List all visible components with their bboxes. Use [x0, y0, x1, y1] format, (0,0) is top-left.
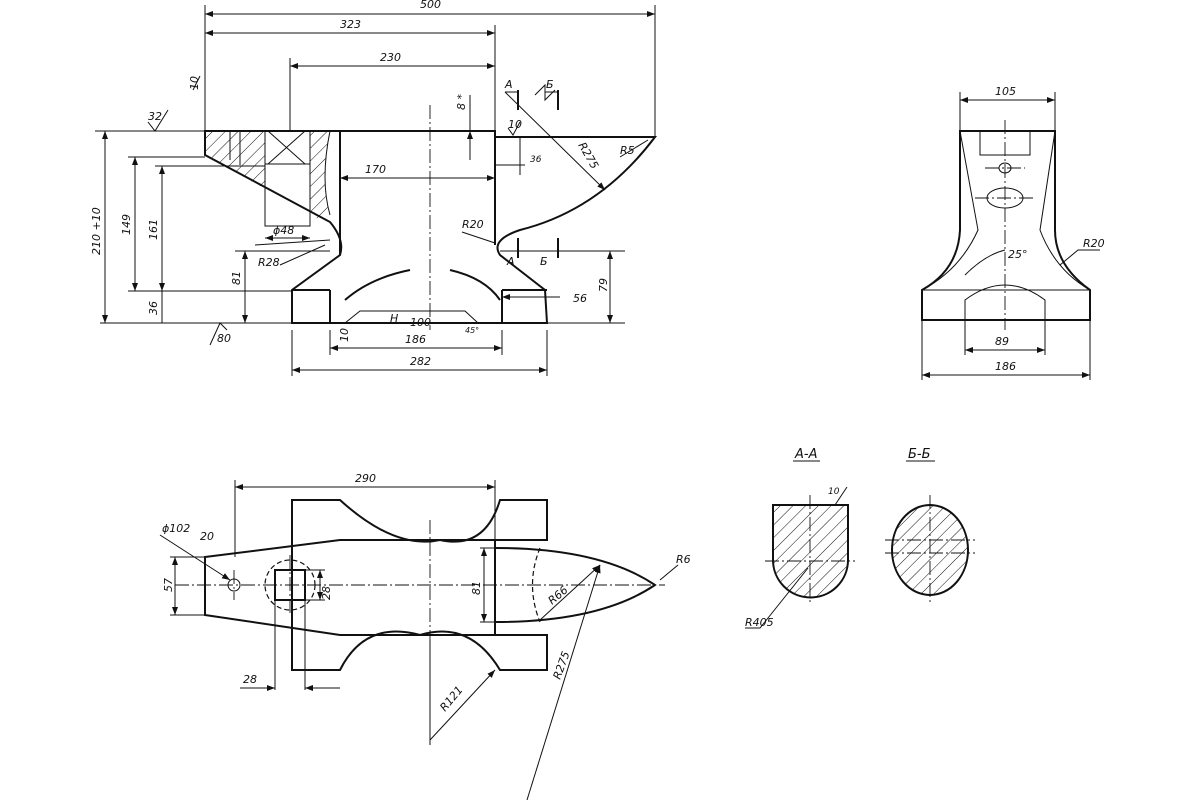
dim-angle: 25° — [1008, 248, 1028, 261]
section-mark-b: Б — [546, 78, 554, 91]
section-a-a-title: А-А — [794, 447, 817, 462]
dim-waist-width: 170 — [365, 163, 386, 176]
dim-hardy-size: 28 — [320, 586, 333, 600]
dim-r66: R66 — [546, 583, 571, 607]
roughness-face: 10 — [188, 76, 201, 90]
dim-chamfer-angle: 45° — [465, 326, 479, 335]
section-a-a: А-А 10 R405 — [745, 447, 855, 629]
dim-foot-inner: 89 — [995, 335, 1009, 348]
dim-foot-width: 186 — [995, 360, 1016, 373]
dim-body-length: 230 — [380, 51, 401, 64]
dim-overall-length: 500 — [420, 0, 441, 11]
dim-recess-length: 186 — [405, 333, 426, 346]
roughness-top: 32 — [148, 110, 162, 123]
dim-hardy-offset: 28 — [243, 673, 257, 686]
section-mark-a-lower: А — [506, 255, 515, 268]
dim-r28: R28 — [258, 256, 280, 269]
dim-face-thickness: 8 * — [455, 94, 468, 110]
dim-foot-length: 282 — [410, 355, 431, 368]
dim-r121: R121 — [437, 684, 465, 714]
dim-heel-width: 57 — [162, 578, 175, 592]
section-a-roughness: 10 — [828, 487, 840, 497]
dim-r5: R5 — [620, 144, 635, 157]
dim-hole-offset: 20 — [200, 530, 214, 543]
front-view: 500 323 230 170 282 186 100 H 45° 10 210… — [90, 0, 658, 376]
dim-top-body-length: 290 — [355, 472, 376, 485]
top-view: 290 ϕ102 20 57 28 28 81 R66 R6 R275 R121 — [159, 472, 691, 800]
roughness-step: 10 — [508, 118, 522, 131]
section-mark-a: А — [504, 78, 513, 91]
dim-step-36: 36 — [530, 155, 542, 165]
dim-height: 210 +10 — [90, 207, 103, 255]
section-b-b-title: Б-Б — [908, 447, 931, 462]
dim-r405: R405 — [745, 616, 774, 629]
dim-recess-flat: 100 — [410, 316, 431, 329]
dim-side-r20: R20 — [1083, 237, 1105, 250]
hardness-mark: H — [390, 312, 398, 325]
dim-79: 79 — [597, 278, 610, 292]
dim-r6: R6 — [676, 553, 691, 566]
dim-pritchel-dia: ϕ48 — [273, 224, 294, 237]
dim-81: 81 — [230, 271, 243, 285]
section-mark-b-lower: Б — [540, 255, 548, 268]
dim-recess-depth: 10 — [338, 328, 351, 342]
dim-149: 149 — [120, 214, 133, 235]
dim-foot-height: 36 — [147, 301, 160, 315]
roughness-base: 80 — [217, 332, 231, 345]
dim-top-width: 105 — [995, 85, 1016, 98]
side-view: 105 186 89 R20 25° — [921, 85, 1105, 380]
dim-body-width: 81 — [470, 581, 483, 595]
dim-body-heel-length: 323 — [340, 18, 361, 31]
dim-r20: R20 — [462, 218, 484, 231]
dim-56: 56 — [573, 292, 587, 305]
dim-161: 161 — [147, 219, 160, 240]
dim-r275: R275 — [575, 140, 601, 171]
section-b-b: Б-Б — [885, 447, 975, 605]
dim-hole-dia: ϕ102 — [162, 522, 190, 535]
